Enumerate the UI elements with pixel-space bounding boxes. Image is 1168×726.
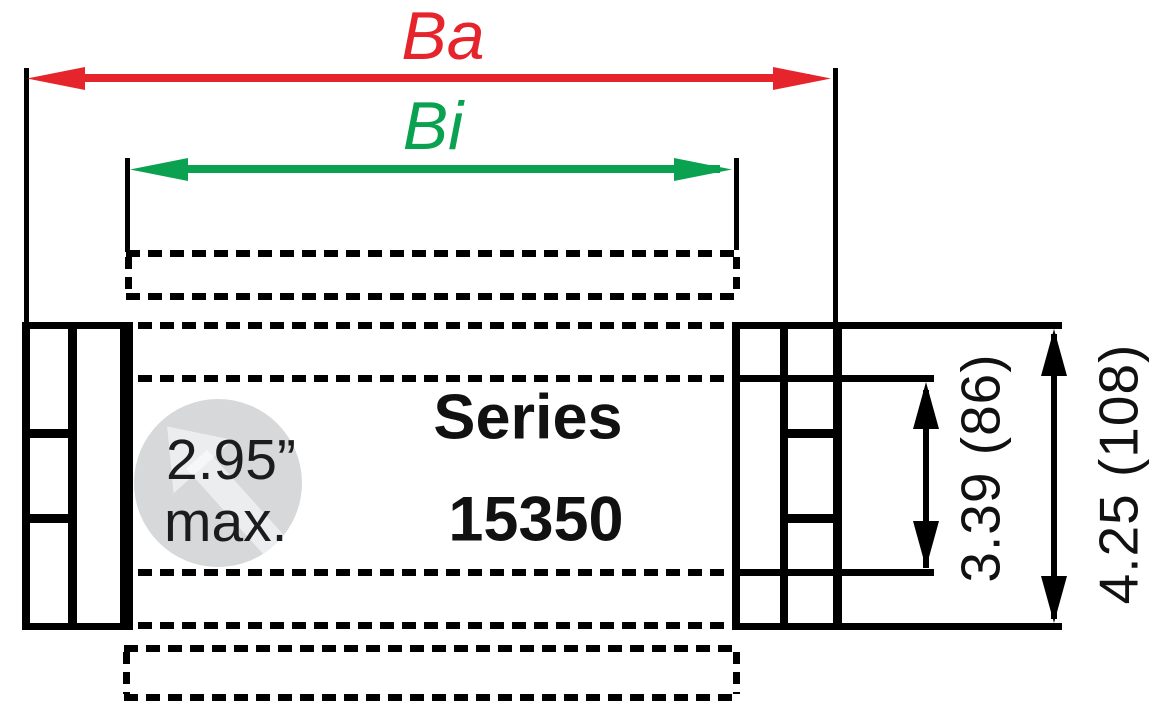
inner-height-value: 3.39 (86)	[949, 353, 1012, 583]
bi-inner-width-label: Bi	[402, 88, 464, 164]
lower-strip-left-dashed-edge	[123, 652, 130, 694]
upper-strip-bottom-dashed-line	[126, 293, 738, 300]
right-link-upper-rung	[788, 429, 833, 438]
ba-arrowhead-right-icon	[773, 67, 831, 90]
outer-height-bottom-extension-line	[842, 623, 1062, 630]
lower-strip-top-dashed-line	[124, 645, 740, 652]
lower-strip-right-dashed-edge	[733, 652, 740, 694]
inner-height-arrowhead-up-icon	[913, 382, 939, 429]
ba-outer-width-label: Ba	[401, 0, 485, 74]
left-link-outer-plate	[22, 322, 30, 630]
bi-dimension-line	[160, 165, 720, 173]
outer-height-arrowhead-down-icon	[1041, 576, 1067, 623]
right-link-outer-plate	[833, 322, 842, 630]
outer-height-arrowhead-up-icon	[1041, 329, 1067, 376]
bi-extension-line-left	[125, 158, 130, 252]
arrow-up-right-icon	[167, 426, 286, 557]
ba-arrowhead-left-icon	[27, 67, 85, 90]
ba-extension-line-right	[833, 68, 838, 322]
bi-arrowhead-left-icon	[130, 158, 188, 181]
ba-dimension-line	[58, 74, 810, 82]
right-link-middle-plate	[780, 322, 788, 630]
outer-height-dimension-line	[1051, 334, 1057, 619]
right-link-bottom-edge	[732, 623, 842, 630]
badge-max-suffix: max.	[164, 490, 288, 554]
max-height-badge	[134, 399, 302, 567]
crossbar-top-dashed-line	[138, 322, 728, 329]
inner-height-bottom-extension-line	[732, 569, 934, 576]
bi-extension-line-right	[734, 158, 739, 250]
right-link-lower-rung	[788, 514, 833, 523]
ba-extension-line-left	[24, 68, 29, 322]
left-link-middle-plate	[68, 322, 77, 630]
right-link-top-edge	[732, 322, 842, 329]
inner-height-bottom-dashed-line	[138, 569, 728, 576]
bi-arrowhead-right-icon	[674, 158, 732, 181]
lower-strip-bottom-dashed-line	[124, 694, 740, 701]
outer-height-value: 4.25 (108)	[1087, 343, 1150, 605]
left-link-lower-rung	[30, 514, 68, 523]
inner-height-top-extension-line	[732, 375, 934, 382]
outer-height-top-extension-line	[842, 322, 1062, 329]
inner-height-top-dashed-line	[138, 375, 728, 382]
upper-strip-top-dashed-line	[126, 250, 738, 257]
upper-strip-left-dashed-edge	[125, 257, 132, 293]
upper-strip-right-dashed-edge	[733, 257, 740, 293]
right-link-inner-plate	[732, 322, 740, 630]
badge-max-height-value: 2.95”	[166, 428, 296, 492]
inner-height-dimension-line	[923, 390, 929, 568]
left-link-upper-rung	[30, 429, 68, 438]
series-word: Series	[433, 382, 623, 453]
crossbar-bottom-dashed-line	[138, 622, 728, 629]
inner-height-arrowhead-down-icon	[913, 521, 939, 568]
series-number: 15350	[448, 484, 624, 555]
left-link-inner-plate	[120, 322, 133, 630]
left-link-bottom-edge	[22, 623, 133, 630]
left-link-top-edge	[22, 322, 133, 329]
